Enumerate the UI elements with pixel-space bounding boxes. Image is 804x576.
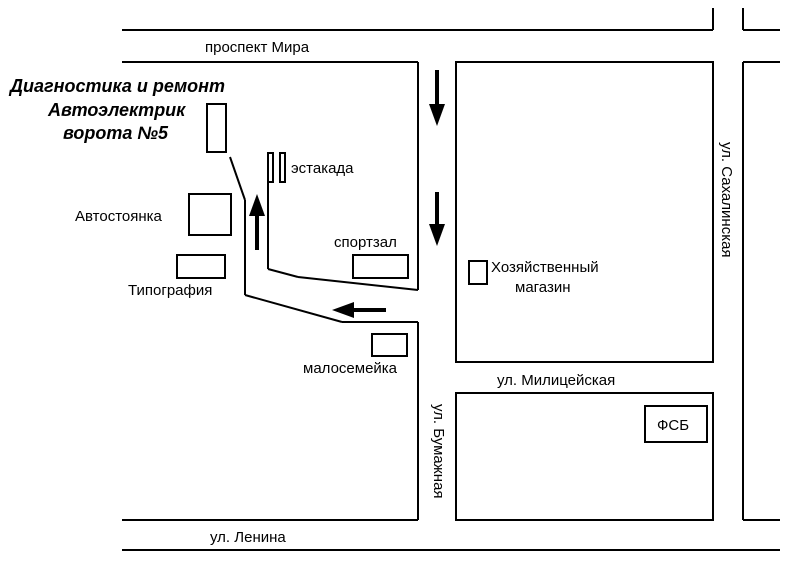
buildings bbox=[176, 103, 708, 443]
avtostoyanka-building bbox=[188, 193, 232, 236]
street-bumazhnaya: ул. Бумажная bbox=[430, 404, 447, 499]
arrow-down-upper-icon bbox=[429, 104, 445, 126]
road-lines bbox=[122, 8, 780, 551]
direction-arrows bbox=[249, 70, 445, 318]
title-line-2: Автоэлектрик bbox=[47, 100, 186, 120]
block-north-east bbox=[455, 61, 714, 363]
label-avtostoyanka: Автостоянка bbox=[75, 208, 163, 225]
street-lenina: ул. Ленина bbox=[210, 529, 286, 546]
street-labels: проспект Мира ул. Милицейская ул. Ленина… bbox=[205, 39, 735, 546]
label-malosemeyka: малосемейка bbox=[303, 360, 398, 377]
label-tipografiya: Типография bbox=[128, 282, 212, 299]
street-prospekt-mira: проспект Мира bbox=[205, 39, 310, 56]
vorota-5-building bbox=[206, 103, 227, 153]
road-edge-drive-right bbox=[267, 268, 299, 278]
label-estakada: эстакада bbox=[291, 160, 354, 177]
tipografiya-building bbox=[176, 254, 226, 279]
title-line-3: ворота №5 bbox=[63, 123, 169, 143]
title-line-1: Диагностика и ремонт bbox=[8, 76, 225, 96]
label-khoz-line-2: магазин bbox=[515, 279, 571, 296]
fsb-building bbox=[644, 405, 708, 443]
arrow-down-lower-icon bbox=[429, 224, 445, 246]
road-edge-drive-left-top bbox=[229, 156, 246, 201]
label-sportzal: спортзал bbox=[334, 234, 397, 251]
place-labels: эстакада Автостоянка спортзал Типография… bbox=[75, 160, 689, 434]
khoz-magazin-building bbox=[468, 260, 488, 285]
label-fsb: ФСБ bbox=[657, 417, 689, 434]
arrow-left-icon bbox=[332, 302, 354, 318]
estakada-ramp-left bbox=[267, 152, 274, 183]
road-edge-center-left-join bbox=[297, 276, 419, 291]
sportzal-building bbox=[352, 254, 409, 279]
service-title: Диагностика и ремонт Автоэлектрик ворота… bbox=[8, 76, 225, 143]
malosemeyka-building bbox=[371, 333, 408, 357]
street-militseyskaya: ул. Милицейская bbox=[497, 372, 615, 389]
road-edge-drive-bottom bbox=[244, 294, 343, 323]
estakada-ramp-right bbox=[279, 152, 286, 183]
block-south-east bbox=[455, 392, 714, 521]
arrow-up-icon bbox=[249, 194, 265, 216]
label-khoz-line-1: Хозяйственный bbox=[491, 259, 599, 276]
street-sakhalinskaya: ул. Сахалинская bbox=[718, 142, 735, 258]
